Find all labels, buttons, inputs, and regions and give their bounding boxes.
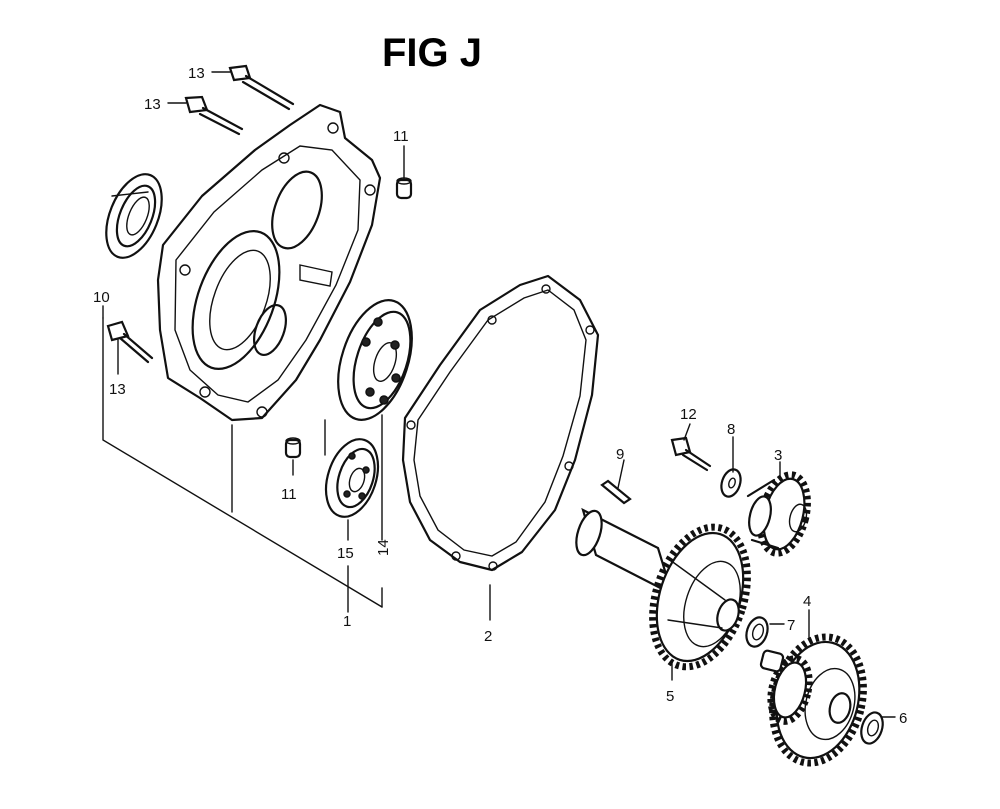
callout-6: 6 [899,710,907,727]
flange-bolt-part-12 [670,436,712,472]
callout-8: 8 [727,421,735,438]
callout-4: 4 [803,593,811,610]
callout-9: 9 [616,446,624,463]
callout-11-lower: 11 [281,486,297,503]
shaft-key [600,479,632,505]
callout-labels: 13 13 11 10 13 11 15 14 1 2 9 12 8 3 7 4… [93,65,907,727]
callout-13-upper: 13 [188,65,205,82]
dowel-pin-lower [284,437,302,459]
assembly-bracket [102,317,383,608]
gasket [401,274,600,572]
thrust-washer-part-7 [745,616,769,648]
counter-gear-part-4 [759,633,867,767]
callout-5: 5 [666,688,674,705]
dowel-pin-upper [395,177,413,200]
flange-bolt-middle [184,95,244,136]
ball-bearing-small [324,438,380,518]
callout-12: 12 [680,406,697,423]
callout-13-middle: 13 [144,96,161,113]
callout-14: 14 [375,539,392,556]
callout-11-upper: 11 [393,128,409,145]
oil-seal-part-10 [105,173,163,259]
seal-part-6 [860,711,884,745]
figure-title: FIG J [382,31,482,75]
callout-13-lower: 13 [109,381,126,398]
washer-part-8 [720,468,742,498]
spur-gear-part-3 [746,471,811,557]
gear-case-cover [156,103,382,422]
callout-1: 1 [343,613,351,630]
callout-2: 2 [484,628,492,645]
flange-bolt-upper [228,64,295,111]
ball-bearing-large [337,299,413,421]
callout-15: 15 [337,545,354,562]
flange-bolt-lower [106,320,154,364]
callout-7: 7 [787,617,795,634]
callout-10: 10 [93,289,110,306]
callout-3: 3 [774,447,782,464]
leader-lines [102,71,896,718]
output-shaft-gear-part-5 [575,507,751,671]
